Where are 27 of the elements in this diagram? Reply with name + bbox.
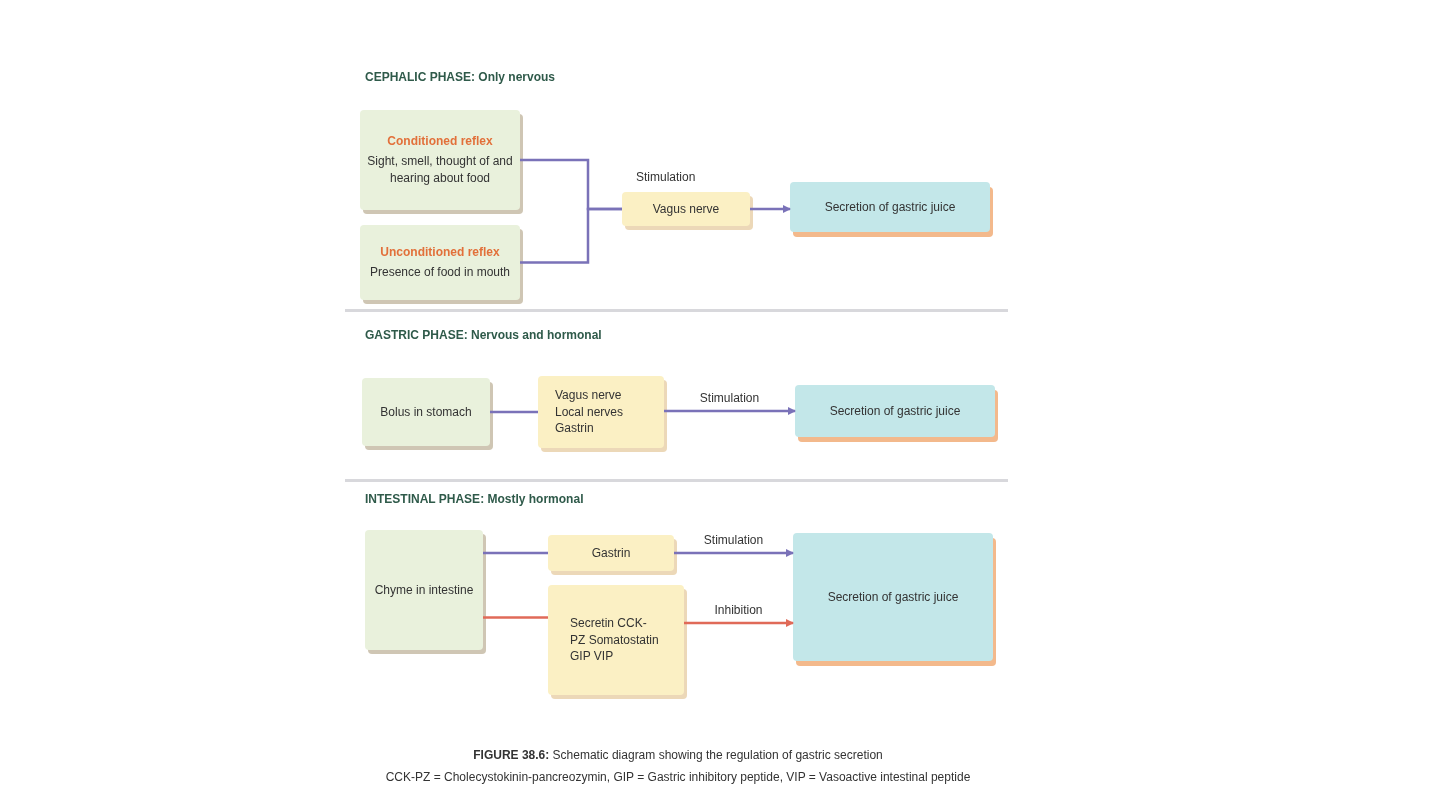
arrow [664, 407, 796, 415]
box-text: Bolus in stomach [380, 403, 472, 421]
connector-line [483, 551, 548, 555]
connector-line [483, 616, 548, 619]
phase-heading: INTESTINAL PHASE: Mostly hormonal [365, 491, 584, 508]
box-text: Gastrin [591, 544, 631, 562]
box-text: Chyme in intestine [374, 581, 474, 599]
box-text: Secretion of gastric juice [824, 198, 956, 216]
connector-line [520, 207, 622, 264]
box-caption: Stimulation [636, 169, 696, 186]
figure-caption: FIGURE 38.6: Schematic diagram showing the regulation of gastric secretion [472, 747, 884, 764]
phase-heading: GASTRIC PHASE: Nervous and hormonal [365, 327, 602, 344]
box-heading: Conditioned reflex [387, 133, 493, 149]
box-text: Secretin CCK-PZ Somatostatin GIP VIP [570, 614, 660, 666]
box-text: Vagus nerve Local nerves Gastrin [555, 386, 625, 438]
arrow [674, 549, 794, 557]
box-text: Vagus nerve [652, 200, 720, 218]
phase-heading: CEPHALIC PHASE: Only nervous [365, 69, 556, 86]
arrow [750, 205, 791, 213]
box-text: Sight, smell, thought of and hearing about food [366, 152, 514, 187]
box-heading: Unconditioned reflex [380, 244, 500, 260]
connector-line [490, 410, 538, 414]
box-text: Secretion of gastric juice [829, 402, 961, 420]
box-text: Secretion of gastric juice [827, 588, 959, 606]
arrow [684, 619, 794, 627]
abbreviation-note: CCK-PZ = Cholecystokinin-pancreozymin, GIP = Gastric inhibitory peptide, VIP = Vasoactive intestinal peptide [384, 769, 972, 786]
box-text: Presence of food in mouth [369, 263, 511, 281]
